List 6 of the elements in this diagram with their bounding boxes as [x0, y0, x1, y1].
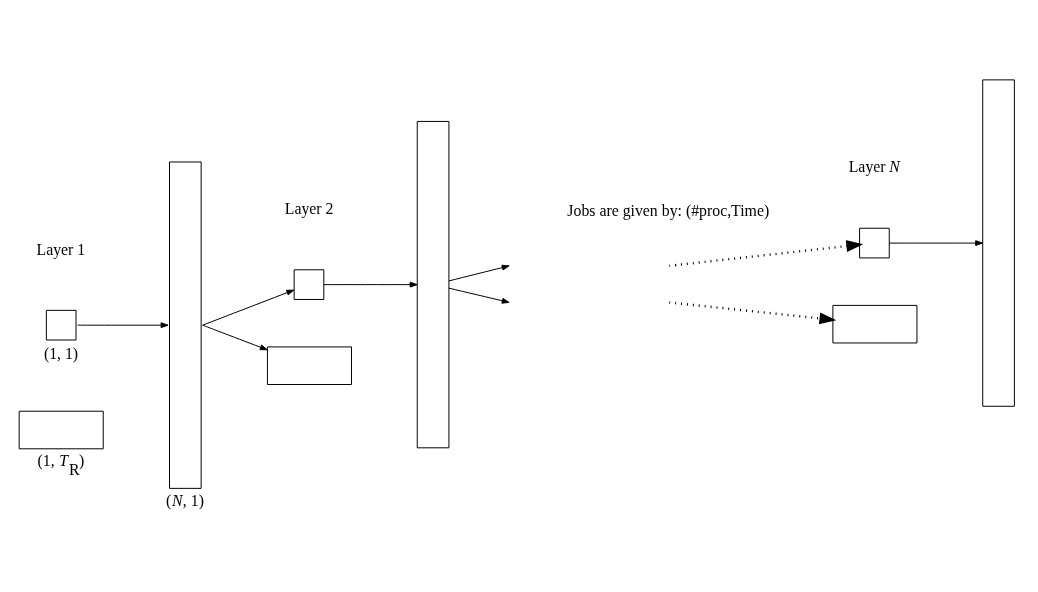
label: Layer 2 [284, 200, 334, 218]
label: Jobs are given by: (#proc,Time) [567, 202, 770, 220]
label: Layer 1 [36, 240, 86, 258]
label: Layer N [848, 157, 900, 175]
node-label: (1, 1) [43, 344, 79, 362]
node-label: (N, 1) [166, 491, 204, 509]
